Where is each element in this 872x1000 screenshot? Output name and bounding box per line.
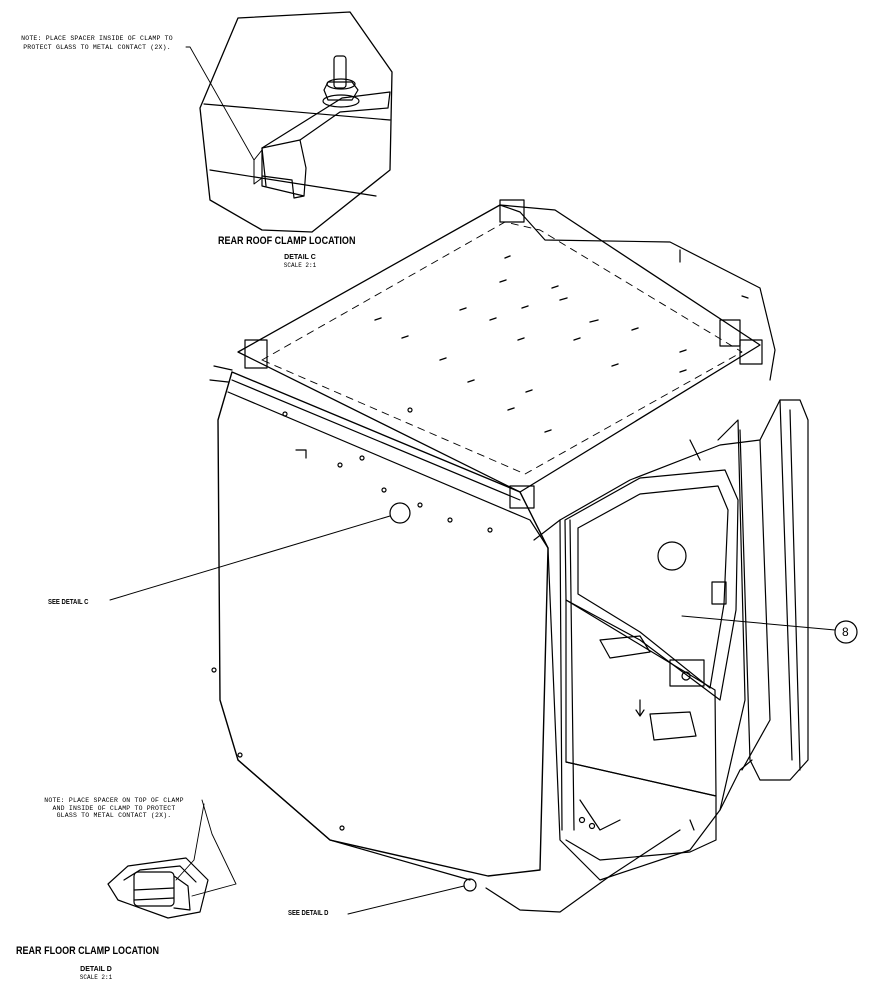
detail-c-note-line-1: NOTE: PLACE SPACER INSIDE OF CLAMP TO: [21, 35, 173, 42]
item-number-8: 8: [842, 625, 849, 639]
detail-c-label: DETAIL C: [284, 254, 316, 261]
detail-d-title: REAR FLOOR CLAMP LOCATION: [16, 945, 159, 957]
item-balloon: [834, 620, 858, 644]
leader-see-detail-d: [347, 885, 465, 915]
detail-c-note-line-2: PROTECT GLASS TO METAL CONTACT (2X).: [23, 43, 171, 51]
detail-d-label: DETAIL D: [80, 966, 112, 973]
cab-side-frame: [485, 249, 809, 913]
detail-d-note-line-1: NOTE: PLACE SPACER ON TOP OF CLAMP: [44, 797, 184, 804]
cab-roof: [237, 199, 776, 509]
detail-c-title: REAR ROOF CLAMP LOCATION: [218, 235, 356, 247]
detail-d-note: NOTE: PLACE SPACER ON TOP OF CLAMP AND I…: [24, 797, 204, 820]
rear-glass-panel: [209, 365, 549, 892]
detail-d-scale: SCALE 2:1: [79, 974, 113, 981]
see-detail-d-callout: SEE DETAIL D: [288, 910, 329, 917]
detail-d-note-line-2: AND INSIDE OF CLAMP TO PROTECT: [52, 804, 176, 812]
detail-c-scale: SCALE 2:1: [283, 262, 317, 269]
detail-d-note-line-3: GLASS TO METAL CONTACT (2X).: [56, 812, 172, 819]
leader-item-8: [681, 615, 836, 631]
see-detail-c-callout: SEE DETAIL C: [48, 599, 89, 606]
detail-c-note: NOTE: PLACE SPACER INSIDE OF CLAMP TO PR…: [8, 35, 186, 51]
detail-d-view: [107, 799, 237, 919]
leader-see-detail-c: [109, 515, 391, 601]
detail-c-view: [185, 11, 393, 233]
